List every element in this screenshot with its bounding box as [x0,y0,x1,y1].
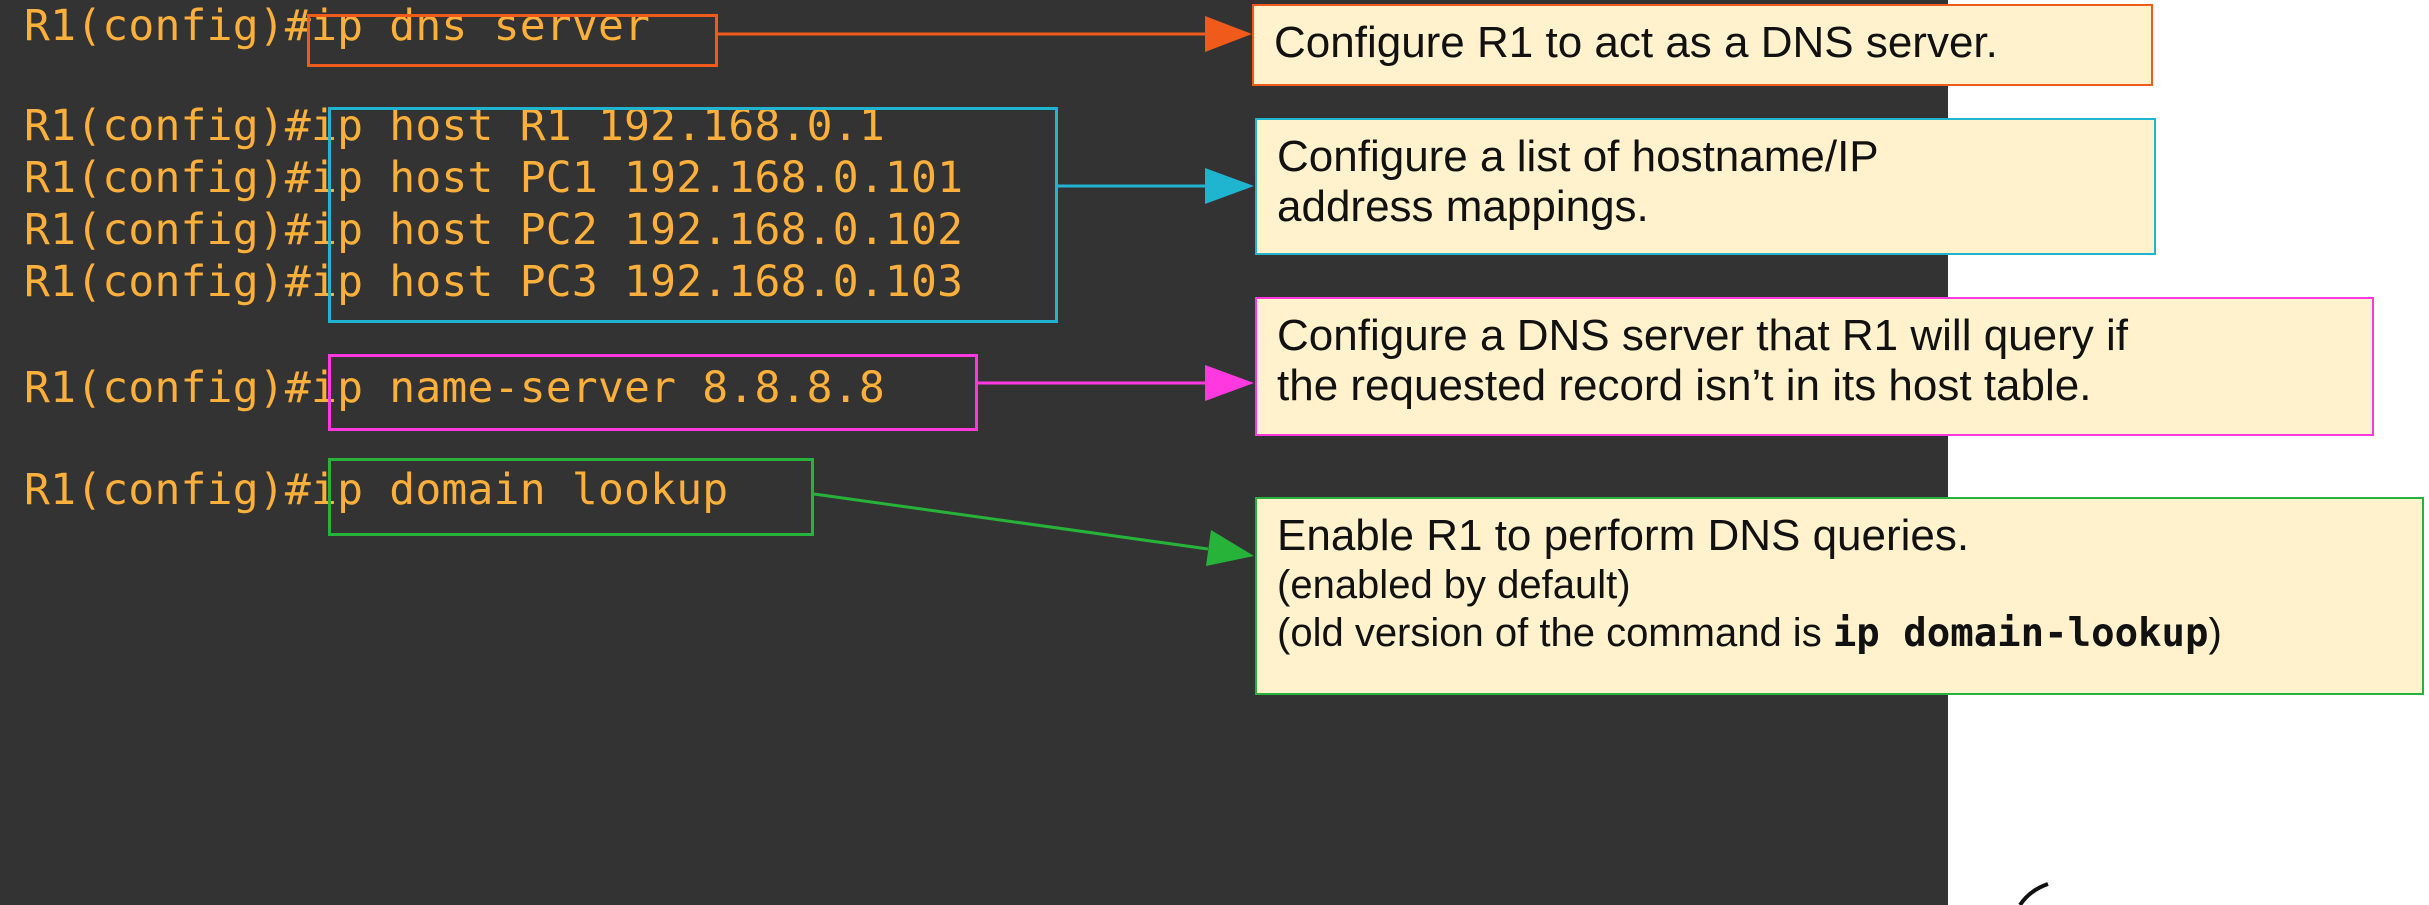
callout-text: Configure R1 to act as a DNS server. [1274,18,1998,67]
terminal-line-host-pc2: R1(config)#ip host PC2 192.168.0.102 [24,204,963,256]
terminal-line-name-server: R1(config)#ip name-server 8.8.8.8 [24,362,885,414]
command-text: ip host PC1 192.168.0.101 [310,153,964,203]
highlight-box-domain-lookup [328,458,814,536]
callout-text-line-1: Enable R1 to perform DNS queries. [1277,511,1970,560]
prompt: R1(config)# [24,363,311,413]
logo-mark [2018,882,2049,905]
prompt: R1(config)# [24,101,311,151]
command-text: ip domain lookup [310,465,729,515]
callout-text-suffix: ) [2208,611,2222,655]
callout-text-line-2: the requested record isn’t in its host t… [1277,361,2092,410]
command-text: ip host PC2 192.168.0.102 [310,205,964,255]
callout-text-line-1: Configure a list of hostname/IP [1277,132,1879,181]
callout-text-line-1: Configure a DNS server that R1 will quer… [1277,311,2128,360]
command-text: ip name-server 8.8.8.8 [310,363,885,413]
callout-dns-server: Configure R1 to act as a DNS server. [1252,4,2153,86]
highlight-box-dns-server [307,14,718,67]
terminal-line-host-pc1: R1(config)#ip host PC1 192.168.0.101 [24,152,963,204]
highlight-box-host-mappings [328,107,1058,323]
callout-name-server: Configure a DNS server that R1 will quer… [1255,297,2374,436]
arrow-name-server [978,365,1254,401]
inline-command: ip domain-lookup [1832,611,2209,656]
callout-host-mappings: Configure a list of hostname/IP address … [1255,118,2156,255]
terminal-line-host-pc3: R1(config)#ip host PC3 192.168.0.103 [24,256,963,308]
terminal-line-domain-lookup: R1(config)#ip domain lookup [24,464,728,516]
command-text: ip host PC3 192.168.0.103 [310,257,964,307]
command-text: ip dns server [310,1,651,51]
callout-text-prefix: (old version of the command is [1277,611,1833,655]
arrow-dns-server [718,16,1252,52]
arrow-host-mappings [1058,168,1254,204]
callout-domain-lookup: Enable R1 to perform DNS queries. (enabl… [1255,497,2424,695]
terminal-line-dns-server: R1(config)#ip dns server [24,0,650,52]
prompt: R1(config)# [24,257,311,307]
callout-text-line-3: (old version of the command is ip domain… [1277,609,2402,658]
prompt: R1(config)# [24,153,311,203]
prompt: R1(config)# [24,1,311,51]
prompt: R1(config)# [24,465,311,515]
highlight-box-name-server [328,354,978,431]
callout-text-line-2: (enabled by default) [1277,563,1631,607]
arrow-domain-lookup [813,492,1254,566]
callout-text-line-2: address mappings. [1277,182,1649,231]
prompt: R1(config)# [24,205,311,255]
